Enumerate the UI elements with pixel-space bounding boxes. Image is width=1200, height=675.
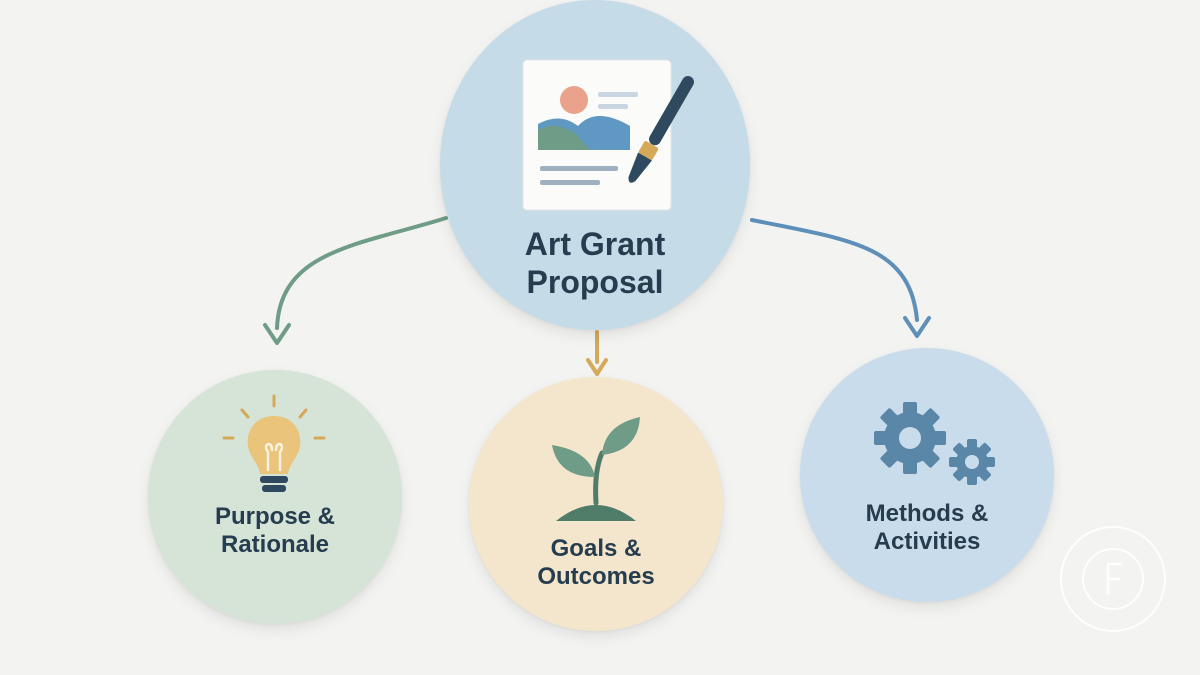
document-paintbrush-icon [522,59,694,211]
node-goals-outcomes: Goals & Outcomes [469,377,723,631]
arrow-to-methods [750,218,931,338]
node-purpose-rationale: Purpose & Rationale [148,370,402,624]
purpose-label-line2: Rationale [220,531,330,559]
methods-label-line2: Activities [873,528,981,556]
methods-label: Methods & Activities [800,500,1054,557]
goals-label-line1: Goals & [550,535,642,562]
purpose-label: Purpose & Rationale [148,503,402,560]
purpose-label-line1: Purpose & [214,503,336,530]
sprout-icon [552,417,640,521]
goals-label-line2: Outcomes [537,563,655,591]
root-title-line2: Proposal [526,263,664,300]
gears-icon [874,402,995,485]
node-methods-activities: Methods & Activities [800,348,1054,602]
root-title: Art Grant Proposal [440,226,750,302]
goals-label: Goals & Outcomes [469,535,723,592]
arrow-to-goals [586,330,608,376]
methods-label-line1: Methods & [865,500,989,527]
root-title-line1: Art Grant [524,226,666,262]
watermark-logo-icon [1060,526,1166,632]
root-node-art-grant-proposal: Art Grant Proposal [440,0,750,330]
lightbulb-icon [222,394,326,492]
arrow-to-purpose [263,216,448,345]
